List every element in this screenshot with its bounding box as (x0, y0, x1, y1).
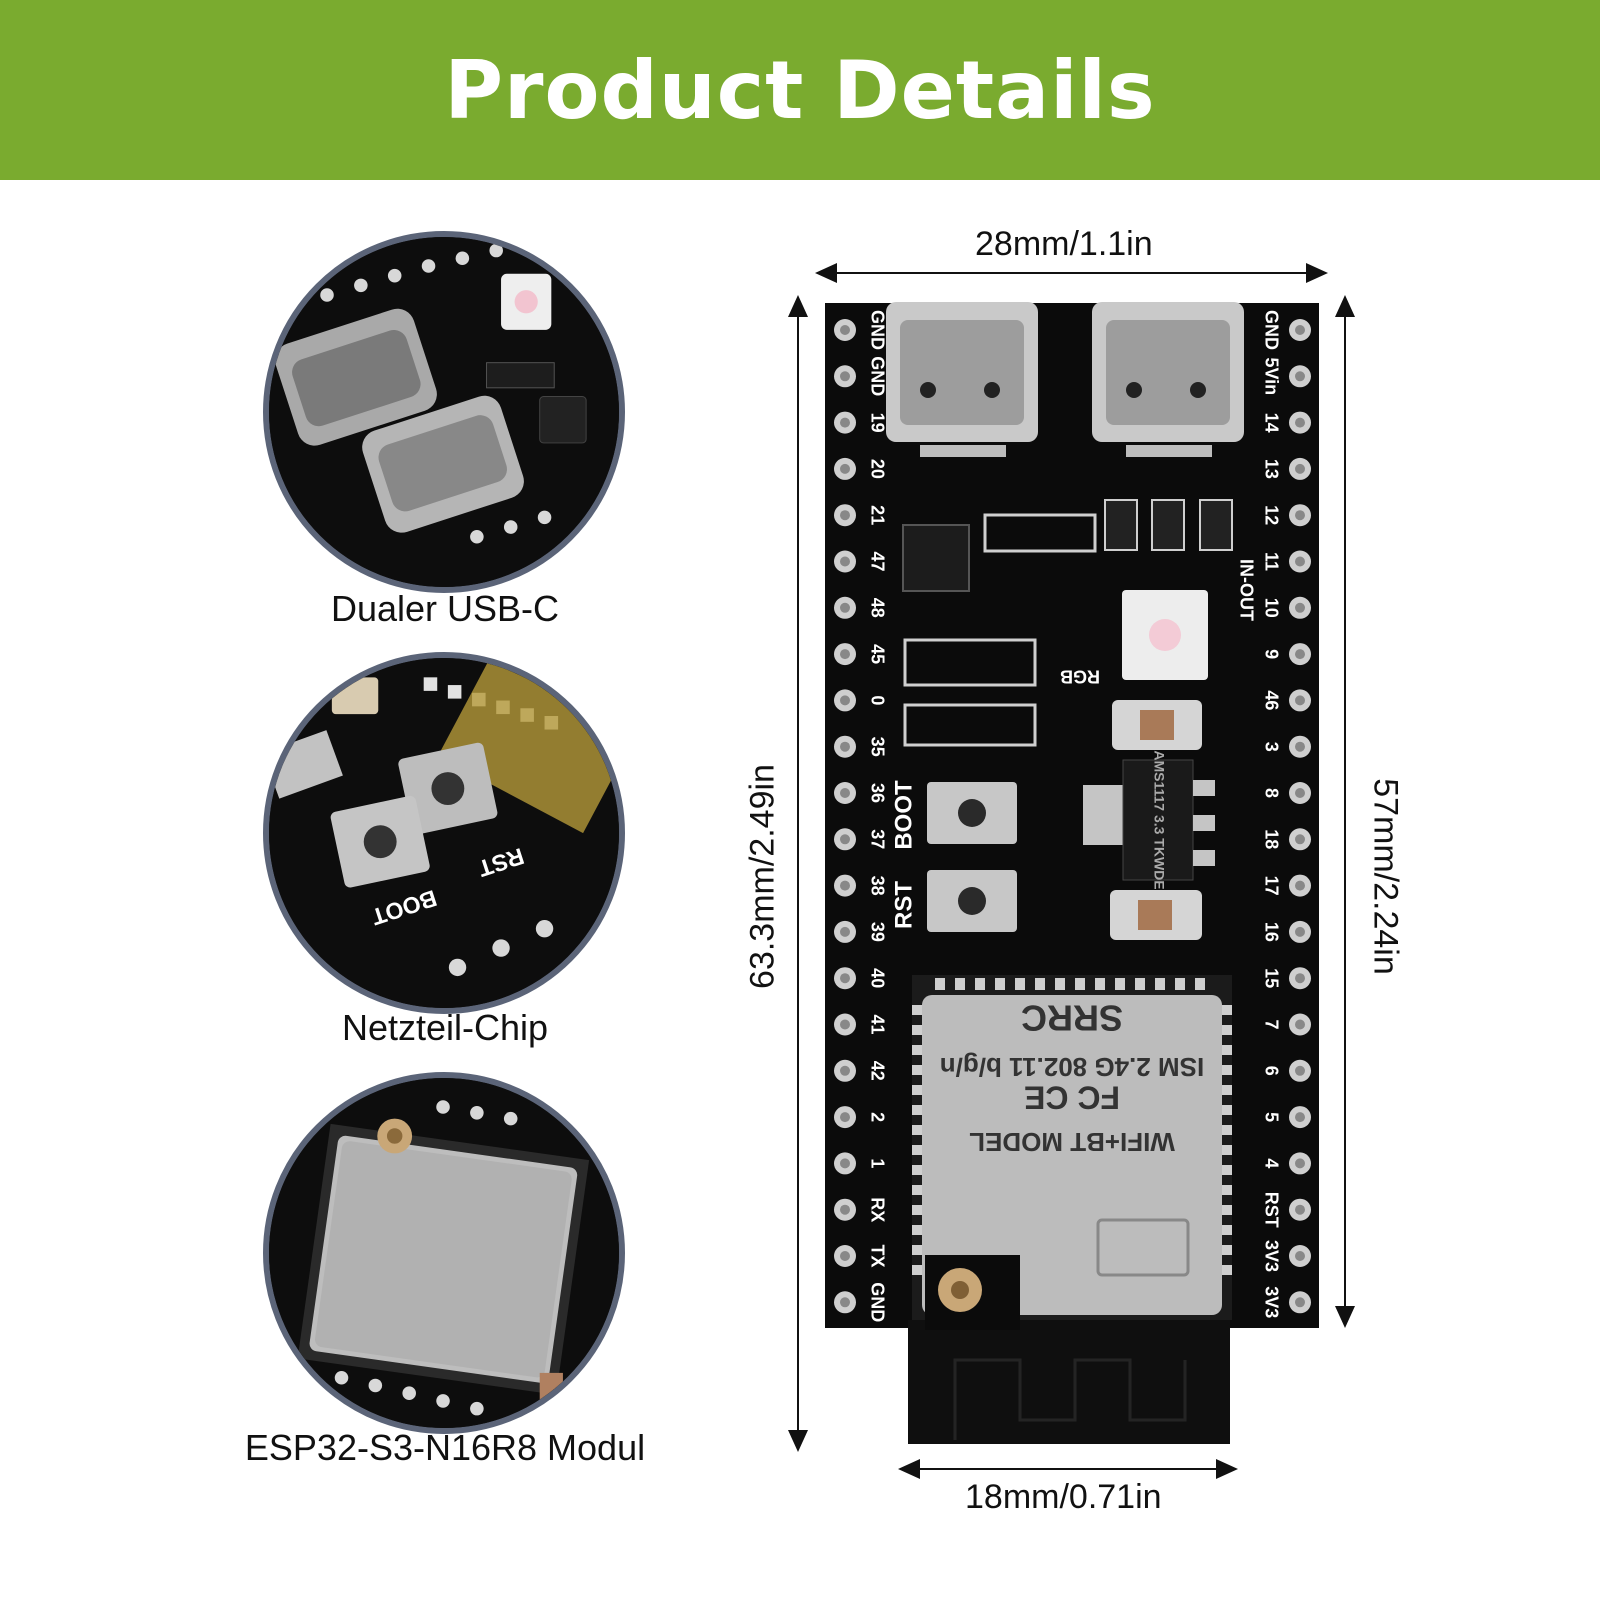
pin-label-left: 21 (867, 505, 887, 525)
pin-label-right: 3V3 (1261, 1240, 1281, 1272)
pin-label-left: GND (867, 1282, 887, 1322)
pin-label-right: 5 (1261, 1112, 1281, 1122)
pin-label-left: 42 (867, 1061, 887, 1081)
pin-label-left: 47 (867, 551, 887, 571)
pin-label-left: 2 (867, 1112, 887, 1122)
feature-caption: Netzteil-Chip (341, 1007, 549, 1048)
pin-label-right: 11 (1261, 552, 1281, 571)
pin-label-right: 10 (1261, 598, 1281, 618)
usb-c-closeup-icon (269, 237, 619, 587)
pin-label-right: 13 (1261, 459, 1281, 479)
pin-label-left: 20 (867, 459, 887, 479)
pin-label-right: 46 (1261, 690, 1281, 710)
power-chip-closeup-icon: RST BOOT (269, 658, 619, 1008)
esp32-module-closeup-icon (269, 1078, 619, 1428)
pin-label-left: GND (867, 356, 887, 396)
pin-label-right: RST (1261, 1192, 1281, 1228)
pin-label-right: 5Vin (1261, 357, 1281, 395)
pin-label-right: 7 (1261, 1019, 1281, 1029)
pin-label-right: 14 (1261, 413, 1281, 433)
module-text: ISM 2.4G 802.11 b/g/n (940, 1052, 1204, 1082)
module-text: WIFI+BT MODEL (969, 1127, 1175, 1157)
pin-label-right: 17 (1261, 876, 1281, 896)
pin-label-right: 3V3 (1261, 1286, 1281, 1318)
pin-label-left: 1 (867, 1158, 887, 1168)
page-title: Product Details (444, 43, 1156, 137)
bottom-width-label: 18mm/0.71in (965, 1478, 1162, 1516)
pin-label-left: 45 (867, 644, 887, 664)
top-width-label: 28mm/1.1in (975, 225, 1153, 263)
pin-label-right: 12 (1261, 505, 1281, 525)
usb-c-closeup-image (263, 231, 625, 593)
pin-label-right: 8 (1261, 788, 1281, 798)
pin-label-right: 16 (1261, 922, 1281, 942)
pin-label-left: 41 (867, 1014, 887, 1034)
pin-label-left: 19 (867, 413, 887, 433)
pin-label-left: 37 (867, 829, 887, 849)
pin-label-right: 4 (1261, 1158, 1281, 1168)
in-out-label: IN-OUT (1236, 559, 1256, 621)
pin-label-right: 6 (1261, 1066, 1281, 1076)
pin-label-left: RX (867, 1197, 887, 1222)
module-text: FC CE (1024, 1080, 1120, 1116)
rgb-label: RGB (1060, 666, 1100, 686)
pin-label-left: TX (867, 1244, 887, 1267)
pin-label-right: 15 (1261, 968, 1281, 988)
pin-label-right: 18 (1261, 829, 1281, 849)
pin-label-left: 39 (867, 922, 887, 942)
feature-caption: Dualer USB-C (330, 588, 560, 629)
right-height-label: 57mm/2.24in (1366, 778, 1405, 975)
pin-label-right: 9 (1261, 649, 1281, 659)
boot-label: BOOT (890, 780, 917, 850)
pin-label-left: 40 (867, 968, 887, 988)
feature-caption: ESP32-S3-N16R8 Modul (244, 1427, 646, 1468)
esp32-module-closeup-image (263, 1072, 625, 1434)
pin-label-right: GND (1261, 310, 1281, 350)
pin-label-left: 48 (867, 598, 887, 618)
left-height-label: 63.3mm/2.49in (743, 764, 782, 989)
module-text: SRRC (1021, 997, 1123, 1038)
pin-label-left: 38 (867, 876, 887, 896)
pin-label-left: 0 (867, 695, 887, 705)
header-banner: Product Details (0, 0, 1600, 180)
pin-label-left: 35 (867, 737, 887, 757)
rst-label: RST (890, 881, 917, 929)
pin-label-right: 3 (1261, 742, 1281, 752)
regulator-label: AMS1117 3.3 TKWDE (1151, 750, 1167, 889)
power-chip-closeup-image: RST BOOT (263, 652, 625, 1014)
pin-label-left: GND (867, 310, 887, 350)
pin-label-left: 36 (867, 783, 887, 803)
